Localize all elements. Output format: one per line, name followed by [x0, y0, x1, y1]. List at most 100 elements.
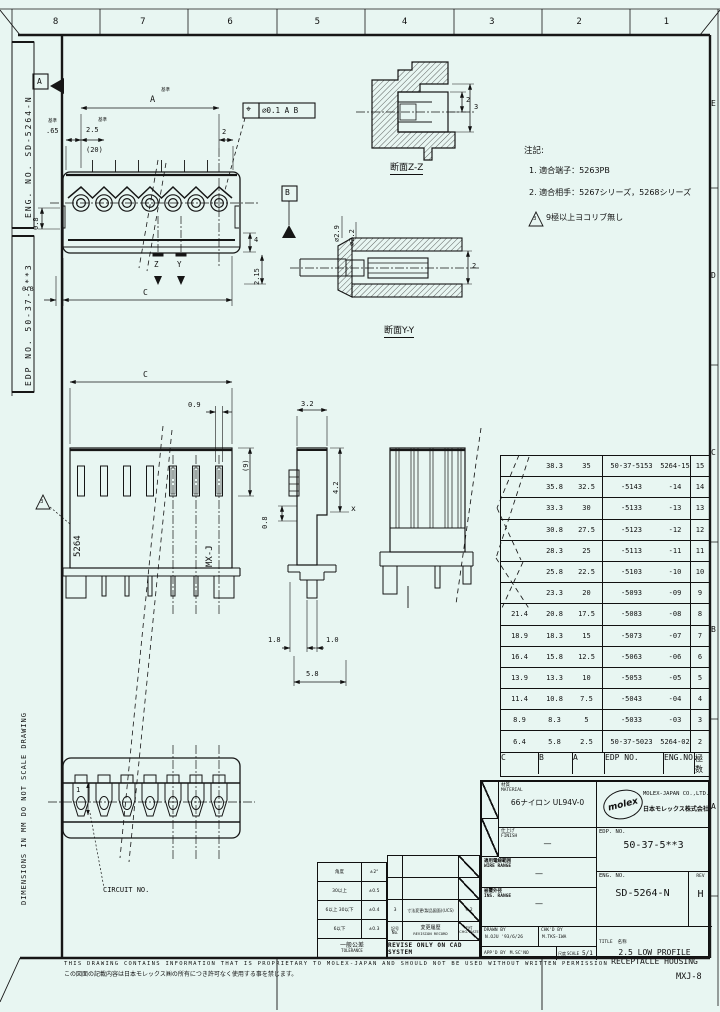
header-a: A	[572, 752, 604, 774]
rev-label: REV	[696, 874, 705, 879]
revise-only-on-cad-note: REVISE ONLY ON CAD SYSTEM	[388, 941, 463, 956]
grid-number: 2	[576, 16, 582, 27]
margin-edp-no: EDP NO. 50-37-5**3	[24, 263, 33, 386]
company-name-en: MOLEX-JAPAN CO.,LTD.	[643, 791, 710, 797]
poles-cell: 14	[690, 477, 709, 498]
grid-number: 1	[663, 16, 670, 27]
circuit-1-marker: 1	[76, 786, 81, 794]
eng-no-cell: -13	[668, 504, 682, 513]
eng-no-cell: 5264-15	[660, 462, 690, 471]
header-eng: ENG.NO.	[663, 752, 698, 774]
drawn-by-value: N.OJU '93/6/26	[485, 935, 523, 940]
scale-label-jp: 尺度	[558, 950, 566, 956]
parts-table-row: 28.3 25 -5113 -11 11	[501, 540, 709, 562]
dim-b-cell: 30.8	[546, 525, 563, 534]
dim-b-cell: 28.3	[546, 546, 563, 555]
datum-a-label: A	[37, 77, 42, 86]
ref-mark: 基準	[48, 119, 57, 124]
edp-no-cell: -5133	[602, 498, 660, 519]
dim-a-cell: 7.5	[580, 695, 593, 704]
molex-logo-text: molex	[606, 795, 640, 814]
tolerance-range: 6以上 30以下	[318, 901, 362, 919]
parts-table-row: 21.4 20.8 17.5 -5083 -08 8	[501, 604, 709, 626]
dim-c-cell: 6.4	[513, 737, 526, 746]
dim-03: 0.3	[22, 285, 34, 293]
header-poles: 極数	[694, 752, 709, 774]
dim-c-cell	[501, 498, 538, 518]
eng-cell: ENG. NO. SD-5264-N	[597, 872, 689, 927]
material-value: 66ナイロン UL94V-0	[510, 798, 585, 808]
poles-cell: 13	[690, 498, 709, 519]
dim-a-span: A	[150, 95, 156, 105]
edp-no-cell: -5043	[602, 689, 660, 710]
grid-letter: B	[711, 625, 716, 634]
dim-b-cell: 38.3	[546, 462, 563, 471]
general-tolerance-table: 角度 ±2° 30以上 ±0.5 6以上 30以下 ±0.4 6以下 ±0.3 …	[317, 862, 387, 958]
mold-marking-5264: 5264	[73, 535, 83, 557]
dim-b-cell: 8.3	[548, 716, 561, 725]
eng-value: SD-5264-N	[615, 888, 670, 900]
poles-cell: 4	[690, 689, 709, 710]
section-z-label: 断面Z-Z	[390, 163, 424, 175]
edp-no-cell: -5073	[602, 625, 660, 646]
eng-no-cell: -09	[668, 589, 682, 598]
parts-table-row: 8.9 8.3 5 -5033 -03 3	[501, 710, 709, 732]
side-dim-10: 1.0	[326, 636, 339, 644]
grid-number: 5	[314, 16, 321, 27]
notes-heading: 注記:	[524, 146, 544, 156]
dim-b-cell: 33.3	[546, 504, 563, 513]
ins-range-cell: 被覆外径 INS. RANGE —	[482, 888, 597, 927]
tolerance-range: 角度	[318, 863, 362, 881]
side-dim-42: 4.2	[332, 481, 340, 494]
poles-cell: 2	[690, 731, 709, 752]
dim-a-cell: 30	[582, 504, 591, 513]
revision-symbol: 3	[388, 900, 403, 921]
molex-logo: molex	[600, 785, 646, 824]
dim-a-cell: 25	[582, 546, 591, 555]
wire-value: —	[535, 869, 543, 879]
dim-paren: (20)	[86, 146, 103, 154]
finish-value: —	[543, 839, 552, 849]
parts-table-row: 23.3 20 -5093 -09 9	[501, 583, 709, 605]
revision-date: 9-2	[459, 900, 479, 921]
parts-table-row: 6.4 5.8 2.5 50-37-5023 5264-02 2	[501, 731, 709, 753]
parts-table-row: 16.4 15.8 12.5 -5063 -06 6	[501, 646, 709, 668]
revision-date	[459, 878, 479, 899]
drawing-title-line1: 2.5 LOW PROFILE	[618, 948, 691, 957]
grid-number: 3	[489, 16, 495, 27]
chkd-by-cell: CHK'D BY M.TKS-IWA	[539, 927, 597, 947]
grid-letter: E	[711, 99, 716, 108]
eng-no-cell: -14	[668, 483, 682, 492]
dim-b-cell: 10.8	[546, 695, 563, 704]
dim-a-cell: 35	[582, 462, 591, 471]
eng-no-cell: -08	[668, 610, 682, 619]
revision-description: 寸法変更(製品図面)(UCS)	[403, 900, 459, 921]
dim-08: 0.8	[32, 217, 40, 230]
dim-b-cell: 23.3	[546, 589, 563, 598]
edp-no-cell: -5123	[602, 519, 660, 540]
revision-record-table: 3 寸法変更(製品図面)(UCS) 9-2 記号 No. 変更履歴 REVISI…	[387, 855, 480, 958]
grid-number: 8	[52, 16, 59, 27]
dim-a-cell: 5	[584, 716, 589, 725]
dim-c-overall: C	[143, 288, 148, 297]
edp-no-cell: -5093	[602, 583, 660, 604]
mold-marking-mxj: MX-J	[205, 545, 215, 567]
side-x-label: x	[351, 504, 356, 513]
rev-value: H	[697, 889, 704, 900]
edp-no-cell: 50-37-5023	[602, 731, 660, 752]
ins-value: —	[535, 899, 543, 909]
revision-description	[403, 856, 459, 877]
tolerance-row: 30以上 ±0.5	[318, 882, 386, 901]
edp-cell: EDP. NO. 50-37-5**3	[597, 828, 710, 872]
revision-description	[403, 878, 459, 899]
dim-b-cell: 5.8	[548, 737, 561, 746]
tolerance-range: 6以下	[318, 920, 362, 938]
grid-letter: A	[711, 802, 716, 811]
poles-cell: 6	[690, 646, 709, 667]
edp-no-cell: -5063	[602, 646, 660, 667]
eng-no-cell: -07	[668, 631, 682, 640]
revision-header-no: No.	[391, 930, 399, 935]
dim-a-cell: 10	[582, 673, 591, 682]
dim-b-cell: 18.3	[546, 631, 563, 640]
